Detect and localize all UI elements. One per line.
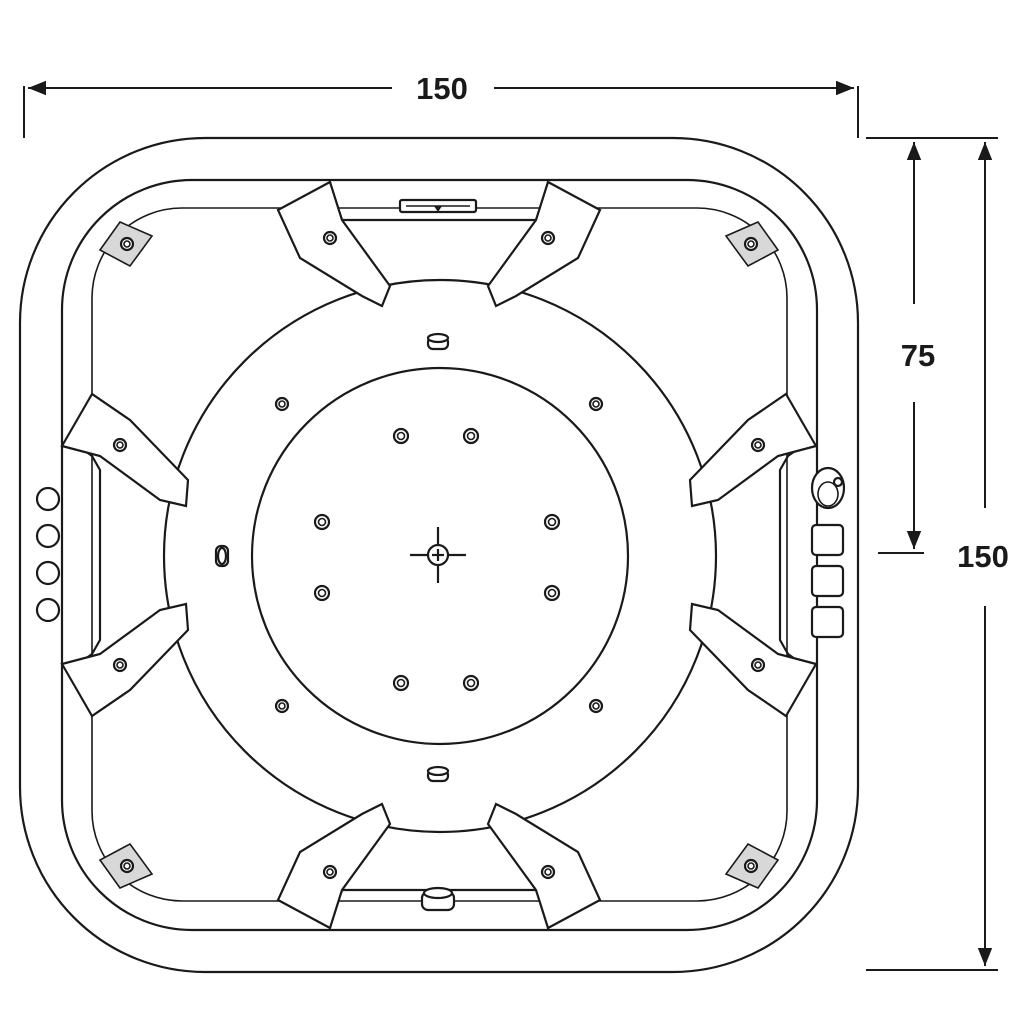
seat-jet-a-icon-bottom-left — [322, 864, 338, 880]
pillow-jet-icon-top-right — [743, 236, 759, 252]
seat-jet-a-icon-top-left — [322, 230, 338, 246]
lower-fitting-icon — [426, 765, 450, 783]
floor-jet-icon-4 — [543, 513, 561, 531]
depth-dimension: 150 — [866, 137, 1009, 971]
seat-jet-a-icon-bottom-right — [540, 864, 556, 880]
ring-jet-icon-top-right — [588, 396, 604, 412]
seat-top-left — [60, 180, 392, 508]
footwell-outer-ring — [162, 278, 718, 834]
ring-jet-icon-bottom-left — [274, 698, 290, 714]
drain-icon — [410, 527, 466, 583]
footwell-fittings — [214, 332, 450, 783]
left-button-column — [35, 486, 61, 623]
control-button-2[interactable] — [810, 564, 845, 598]
seat-jet-a-icon-top-right — [540, 230, 556, 246]
seat-jet-b-icon-top-right — [750, 437, 766, 453]
control-button-3[interactable] — [810, 605, 845, 639]
floor-jet-icon-6 — [543, 584, 561, 602]
speaker-icon — [810, 466, 846, 510]
floor-jet-icon-8 — [462, 674, 480, 692]
floor-jet-icon-2 — [462, 427, 480, 445]
half-depth-dimension: 75 — [878, 142, 935, 554]
width-label: 150 — [416, 71, 468, 106]
seat-jet-b-icon-bottom-left — [112, 657, 128, 673]
rim-button-2[interactable] — [35, 523, 61, 549]
ring-jet-icon-top-left — [274, 396, 290, 412]
floor-jet-icon-5 — [313, 584, 331, 602]
pillow-jet-icon-top-left — [119, 236, 135, 252]
footwell — [162, 278, 718, 834]
depth-label: 150 — [957, 539, 1009, 574]
tub-outer-rim — [18, 136, 860, 974]
rim-button-3[interactable] — [35, 560, 61, 586]
floor-jet-icon-1 — [392, 427, 410, 445]
pillow-jet-icon-bottom-right — [743, 858, 759, 874]
seat-jet-b-icon-top-left — [112, 437, 128, 453]
rim-button-4[interactable] — [35, 597, 61, 623]
ring-jet-icon-bottom-right — [588, 698, 604, 714]
side-fitting-icon — [214, 544, 230, 568]
seat-bottom-right — [486, 602, 818, 930]
skimmer-icon — [398, 198, 478, 214]
seat-bottom-right-cushion-a — [486, 802, 602, 930]
control-button-1[interactable] — [810, 523, 845, 557]
control-panel — [810, 466, 846, 639]
jet-group — [112, 230, 766, 880]
rim-button-1[interactable] — [35, 486, 61, 512]
floor-jet-icon-3 — [313, 513, 331, 531]
filter-knob-icon — [420, 886, 456, 912]
floor-jet-icon-7 — [392, 674, 410, 692]
pillow-jet-icon-bottom-left — [119, 858, 135, 874]
left-recess — [62, 444, 102, 666]
seat-bottom-left — [60, 602, 392, 930]
upper-fitting-icon — [426, 332, 450, 351]
footwell-floor — [250, 366, 630, 746]
seat-bottom-left-cushion-a — [276, 802, 392, 930]
seat-top-right-cushion-a — [486, 180, 602, 308]
seat-top-left-cushion-a — [276, 180, 392, 308]
seat-top-right — [486, 180, 818, 508]
half-depth-label: 75 — [901, 338, 935, 373]
seat-jet-b-icon-bottom-right — [750, 657, 766, 673]
width-dimension: 150 — [23, 71, 859, 138]
